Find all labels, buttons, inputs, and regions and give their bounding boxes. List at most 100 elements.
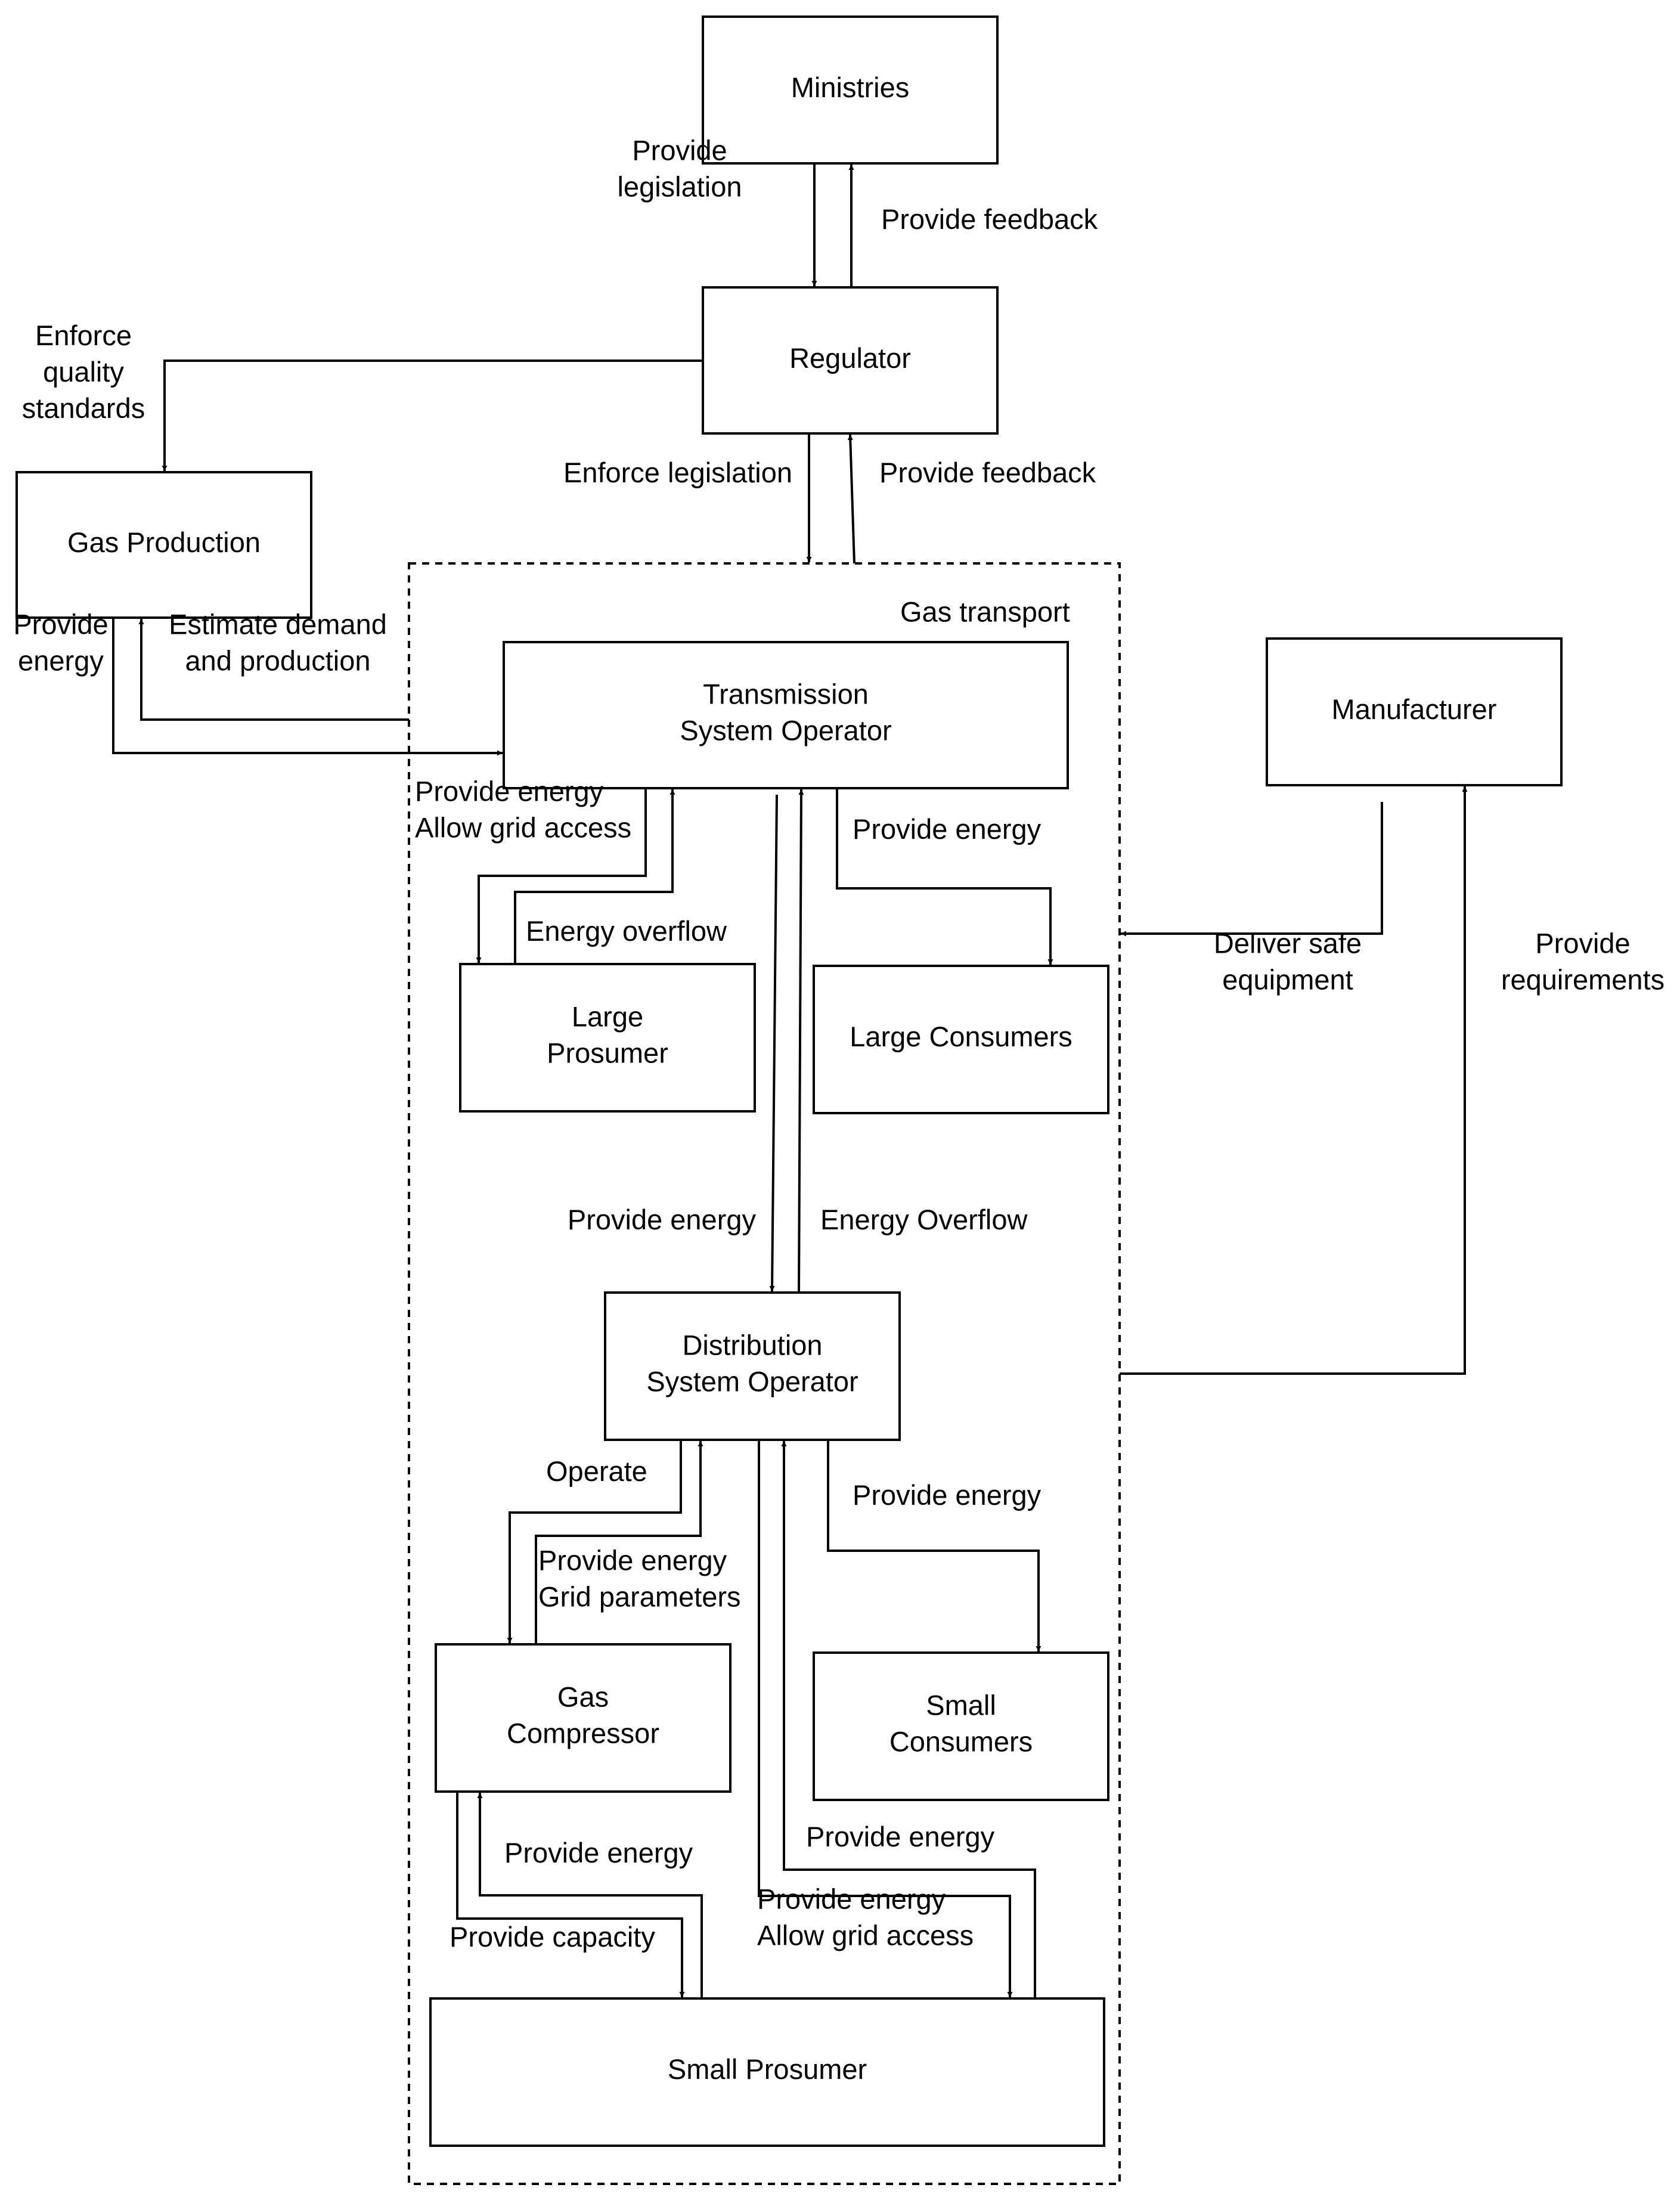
text-line: Provide capacity (450, 1921, 655, 1953)
tso-large-consumers-provide-label: Provide energy (853, 813, 1042, 845)
gas-transport-to-manufacturer-arrow (1120, 786, 1468, 1375)
gas-production-label: Gas Production (67, 526, 261, 558)
text-line: Large Consumers (850, 1021, 1073, 1052)
ministries-box: Ministries (702, 16, 999, 165)
text-line: Regulator (789, 342, 911, 374)
text-line: Energy Overflow (820, 1204, 1028, 1235)
gas-production-box: Gas Production (16, 471, 312, 619)
text-line: Prosumer (547, 1037, 668, 1069)
dso-to-tso-arrow (798, 789, 804, 1293)
tso-to-large-prosumer-arrow (476, 788, 647, 963)
dso-small-consumers-provide-label: Provide energy (853, 1479, 1042, 1511)
text-line: Ministries (791, 72, 909, 103)
estimate-demand-label: Estimate demand and production (169, 609, 387, 677)
gas-compressor-small-prosumer-capacity-label: Provide capacity (450, 1921, 655, 1953)
gas-transport-group (408, 562, 1121, 2185)
text-line: Provide energy (504, 1837, 693, 1868)
small-prosumer-dso-provide-label: Provide energy (806, 1821, 995, 1852)
small-prosumer-gas-compressor-provide-label: Provide energy (504, 1837, 693, 1868)
text-line: Provide (13, 609, 108, 640)
text-line: Deliver safe (1214, 928, 1362, 959)
gas-production-to-tso-arrow (112, 618, 503, 756)
ministries-label: Ministries (791, 72, 909, 103)
text-line: Compressor (507, 1718, 659, 1749)
small-prosumer-box: Small Prosumer (429, 1997, 1105, 2147)
text-line: Provide energy (853, 813, 1042, 845)
text-line: Provide (632, 135, 727, 166)
text-line: requirements (1501, 964, 1664, 996)
gas-compressor-to-dso-arrow (535, 1441, 703, 1644)
dso-to-small-consumers-arrow (827, 1440, 1042, 1651)
text-line: equipment (1222, 964, 1353, 996)
small-prosumer-label: Small Prosumer (668, 2053, 867, 2085)
text-line: Allow grid access (415, 812, 631, 844)
dso-to-gas-compressor-arrow (507, 1440, 682, 1643)
text-line: System Operator (646, 1366, 858, 1397)
text-line: Provide energy (568, 1204, 757, 1235)
gas-transport-label: Gas transport (900, 596, 1070, 627)
provide-requirements-label: Provide requirements (1501, 928, 1664, 996)
text-line: Provide energy (757, 1883, 946, 1915)
text-line: Provide energy (806, 1821, 995, 1852)
provide-feedback-regulator-label: Provide feedback (879, 457, 1096, 488)
gas-transport-to-gas-production-arrow (138, 619, 409, 721)
text-line: Consumers (889, 1726, 1033, 1758)
text-line: Small (926, 1690, 996, 1721)
text-line: Provide (1535, 928, 1630, 959)
text-line: quality (43, 356, 124, 388)
text-line: Enforce legislation (563, 457, 792, 488)
text-line: Estimate demand (169, 609, 387, 640)
text-line: Provide energy (853, 1479, 1042, 1511)
regulator-label: Regulator (789, 342, 911, 374)
manufacturer-label: Manufacturer (1332, 693, 1497, 725)
text-line: and production (185, 645, 371, 677)
text-line: Provide energy (415, 776, 604, 807)
large-prosumer-to-tso-arrow (514, 789, 675, 964)
dso-tso-overflow-label: Energy Overflow (820, 1204, 1028, 1235)
small-prosumer-to-gas-compressor-arrow (477, 1793, 703, 1998)
provide-feedback-ministries-label: Provide feedback (881, 203, 1098, 235)
text-line: Large (572, 1001, 643, 1033)
text-line: Operate (546, 1455, 647, 1487)
text-line: Energy overflow (526, 915, 727, 947)
text-line: legislation (617, 171, 742, 203)
manufacturer-box: Manufacturer (1266, 637, 1563, 786)
deliver-safe-equipment-label: Deliver safe equipment (1214, 928, 1362, 996)
text-line: System Operator (680, 715, 891, 746)
text-line: Provide energy (538, 1545, 727, 1576)
provide-legislation-label: Provide legislation (617, 135, 742, 203)
text-line: Distribution (682, 1330, 822, 1361)
text-line: Transmission (703, 678, 869, 710)
text-line: Allow grid access (757, 1920, 974, 1951)
tso-to-dso-arrow (769, 794, 778, 1292)
enforce-legislation-label: Enforce legislation (563, 457, 792, 488)
gas-production-provide-energy-label: Provide energy (13, 609, 108, 677)
large-consumers-label: Large Consumers (850, 1021, 1073, 1052)
large-consumers-box: Large Consumers (813, 965, 1109, 1114)
text-line: Gas (557, 1681, 609, 1713)
text-line: Gas Production (67, 526, 261, 558)
tso-to-large-consumers-arrow (836, 788, 1053, 965)
text-line: energy (18, 645, 104, 677)
manufacturer-to-gas-transport-arrow (1121, 802, 1383, 937)
dso-to-small-prosumer-arrow (758, 1440, 1013, 1997)
gas-compressor-to-small-prosumer-arrow (456, 1792, 685, 1997)
text-line: standards (22, 392, 145, 424)
small-prosumer-to-dso-arrow (781, 1441, 1036, 1998)
text-line: Manufacturer (1332, 693, 1497, 725)
text-line: Enforce (35, 320, 132, 351)
